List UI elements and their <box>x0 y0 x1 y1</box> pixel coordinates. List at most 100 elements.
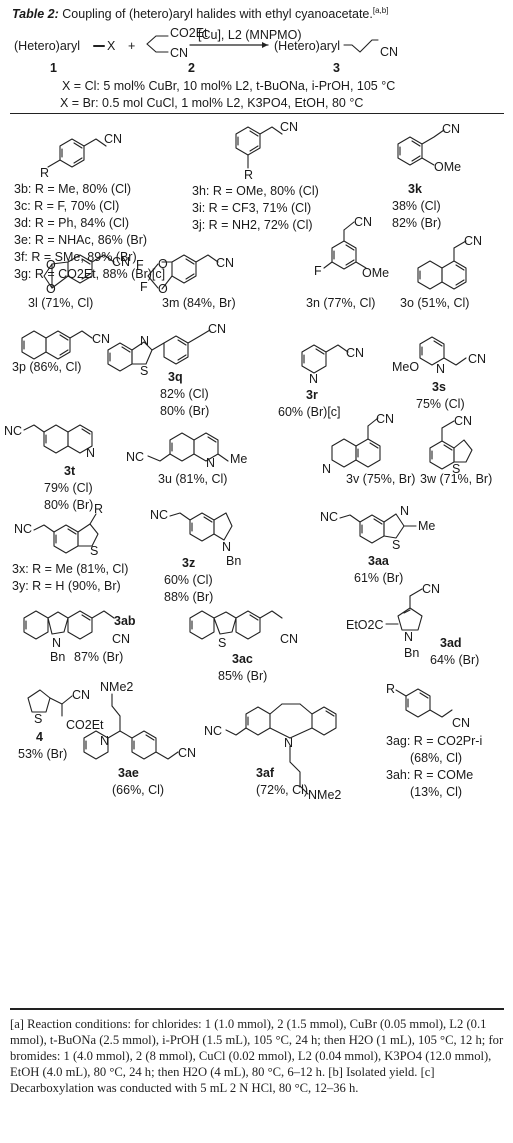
entry-3q-cl: 82% (Cl) <box>160 387 209 401</box>
structures-drawing <box>21 35 473 795</box>
label-3n-ome: OMe <box>362 266 390 280</box>
label-3l-cn: CN <box>112 255 131 269</box>
label-3h-cn: CN <box>280 120 299 134</box>
label-3l-o2: O <box>46 282 56 296</box>
label-3w-cn: CN <box>454 414 473 428</box>
structure-3ac <box>189 610 283 640</box>
scheme-x: X <box>107 39 116 53</box>
label-3z-n: N <box>222 540 232 554</box>
label-3p-cn: CN <box>92 332 111 346</box>
entry-3y: 3y: R = H (90%, Br) <box>12 579 121 593</box>
structure-3p <box>21 330 93 360</box>
scheme-catalyst: [Cu], L2 (MNPMO) <box>198 28 302 42</box>
entry-3v: 3v (75%, Br) <box>346 472 416 486</box>
label-3z-bn: Bn <box>226 554 242 568</box>
label-4-co2et: CO2Et <box>66 718 104 732</box>
entry-3u: 3u (81%, Cl) <box>158 472 228 486</box>
structure-3k <box>397 129 445 166</box>
entry-3z: 3z <box>182 556 196 570</box>
label-3aa-s: S <box>392 538 401 552</box>
entry-3af-cl: (72%, Cl) <box>256 783 309 797</box>
entry-3z-cl: 60% (Cl) <box>164 573 213 587</box>
scheme-num2: 2 <box>188 61 195 75</box>
entry-3x: 3x: R = Me (81%, Cl) <box>12 562 129 576</box>
label-3n-f: F <box>314 264 322 278</box>
entry-3q: 3q <box>168 370 183 384</box>
entry-3ag-cl: (68%, Cl) <box>410 751 463 765</box>
table-title-text: Coupling of (hetero)aryl halides with et… <box>62 7 373 22</box>
scheme-reactant1: (Hetero)aryl <box>14 39 80 53</box>
entry-3o: 3o (51%, Cl) <box>400 296 470 310</box>
structure-3l <box>43 254 115 289</box>
label-3ae-cn: CN <box>178 746 197 760</box>
table-title: Table 2: Coupling of (hetero)aryl halide… <box>12 4 388 21</box>
entry-3l: 3l (71%, Cl) <box>28 296 94 310</box>
label-3s-meo: MeO <box>392 360 420 374</box>
scheme-num1: 1 <box>50 61 57 75</box>
label-3w-s: S <box>452 462 461 476</box>
entry-3ah-cl: (13%, Cl) <box>410 785 463 799</box>
scheme-num3: 3 <box>333 61 340 75</box>
structure-3t <box>23 424 93 454</box>
entry-3z-br: 88% (Br) <box>164 590 214 604</box>
structure-3m <box>147 254 219 290</box>
entry-4-br: 53% (Br) <box>18 747 68 761</box>
structure-3h-series <box>235 126 283 169</box>
label-3ae-n: N <box>100 734 110 748</box>
structure-3w <box>429 420 473 470</box>
label-3h-r: R <box>244 168 254 182</box>
structure-3v <box>331 417 381 468</box>
label-3ab-cn: CN <box>112 632 131 646</box>
table-title-label: Table 2: <box>12 7 59 22</box>
entry-3d: 3d: R = Ph, 84% (Cl) <box>14 216 129 230</box>
rule-bottom <box>10 1008 504 1010</box>
label-3ab-bn: Bn <box>50 650 66 664</box>
entry-3ah: 3ah: R = COMe <box>386 768 474 782</box>
label-3q-n: N <box>140 334 150 348</box>
entry-3k-cl: 38% (Cl) <box>392 199 441 213</box>
scheme-plus: + <box>128 39 136 53</box>
label-3q-s: S <box>140 364 149 378</box>
entry-3t-br: 80% (Br) <box>44 498 94 512</box>
structure-3q <box>107 329 211 372</box>
label-3ad-bn: Bn <box>404 646 420 660</box>
label-3r-cn: CN <box>346 346 365 360</box>
label-3af-n: N <box>284 736 294 750</box>
label-3m-f2: F <box>140 280 148 294</box>
entry-3ae: 3ae <box>118 766 139 780</box>
entry-3t: 3t <box>64 464 76 478</box>
label-3x-s: S <box>90 544 99 558</box>
entry-3k: 3k <box>408 182 422 196</box>
scheme-cond-cl: X = Cl: 5 mol% CuBr, 10 mol% L2, t-BuONa… <box>62 79 396 93</box>
label-3m-o1: O <box>158 257 168 271</box>
label-3t-nc: NC <box>4 424 23 438</box>
entry-3ac: 3ac <box>232 652 253 666</box>
structure-3x <box>33 513 99 554</box>
entry-3af: 3af <box>256 766 275 780</box>
label-3q-cn: CN <box>208 322 227 336</box>
structure-3b-series <box>47 138 107 168</box>
entry-3s-cl: 75% (Cl) <box>416 397 465 411</box>
structure-3af <box>225 703 337 795</box>
label-4-cn: CN <box>72 688 91 702</box>
label-3k-ome: OMe <box>434 160 462 174</box>
label-3x-r: R <box>94 502 104 516</box>
structure-3n <box>323 221 367 270</box>
label-3aa-nc: NC <box>320 510 339 524</box>
table-title-sup: [a,b] <box>372 6 389 15</box>
label-3m-cn: CN <box>216 256 235 270</box>
label-3k-cn: CN <box>442 122 461 136</box>
entry-3n: 3n (77%, Cl) <box>306 296 376 310</box>
label-3u-me: Me <box>230 452 248 466</box>
label-3x-nc: NC <box>14 522 33 536</box>
label-3z-nc: NC <box>150 508 169 522</box>
entry-3ad: 3ad <box>440 636 462 650</box>
entry-3aa: 3aa <box>368 554 389 568</box>
scheme-cond-br: X = Br: 0.5 mol CuCl, 1 mol% L2, K3PO4, … <box>60 96 364 110</box>
entry-3ab: 3ab <box>114 614 136 628</box>
entry-3c: 3c: R = F, 70% (Cl) <box>14 199 120 213</box>
structure-3aa <box>339 513 417 544</box>
label-3af-nc: NC <box>204 724 223 738</box>
footnotes: [a] Reaction conditions: for chlorides: … <box>10 1016 504 1096</box>
structure-3ag <box>395 688 453 718</box>
